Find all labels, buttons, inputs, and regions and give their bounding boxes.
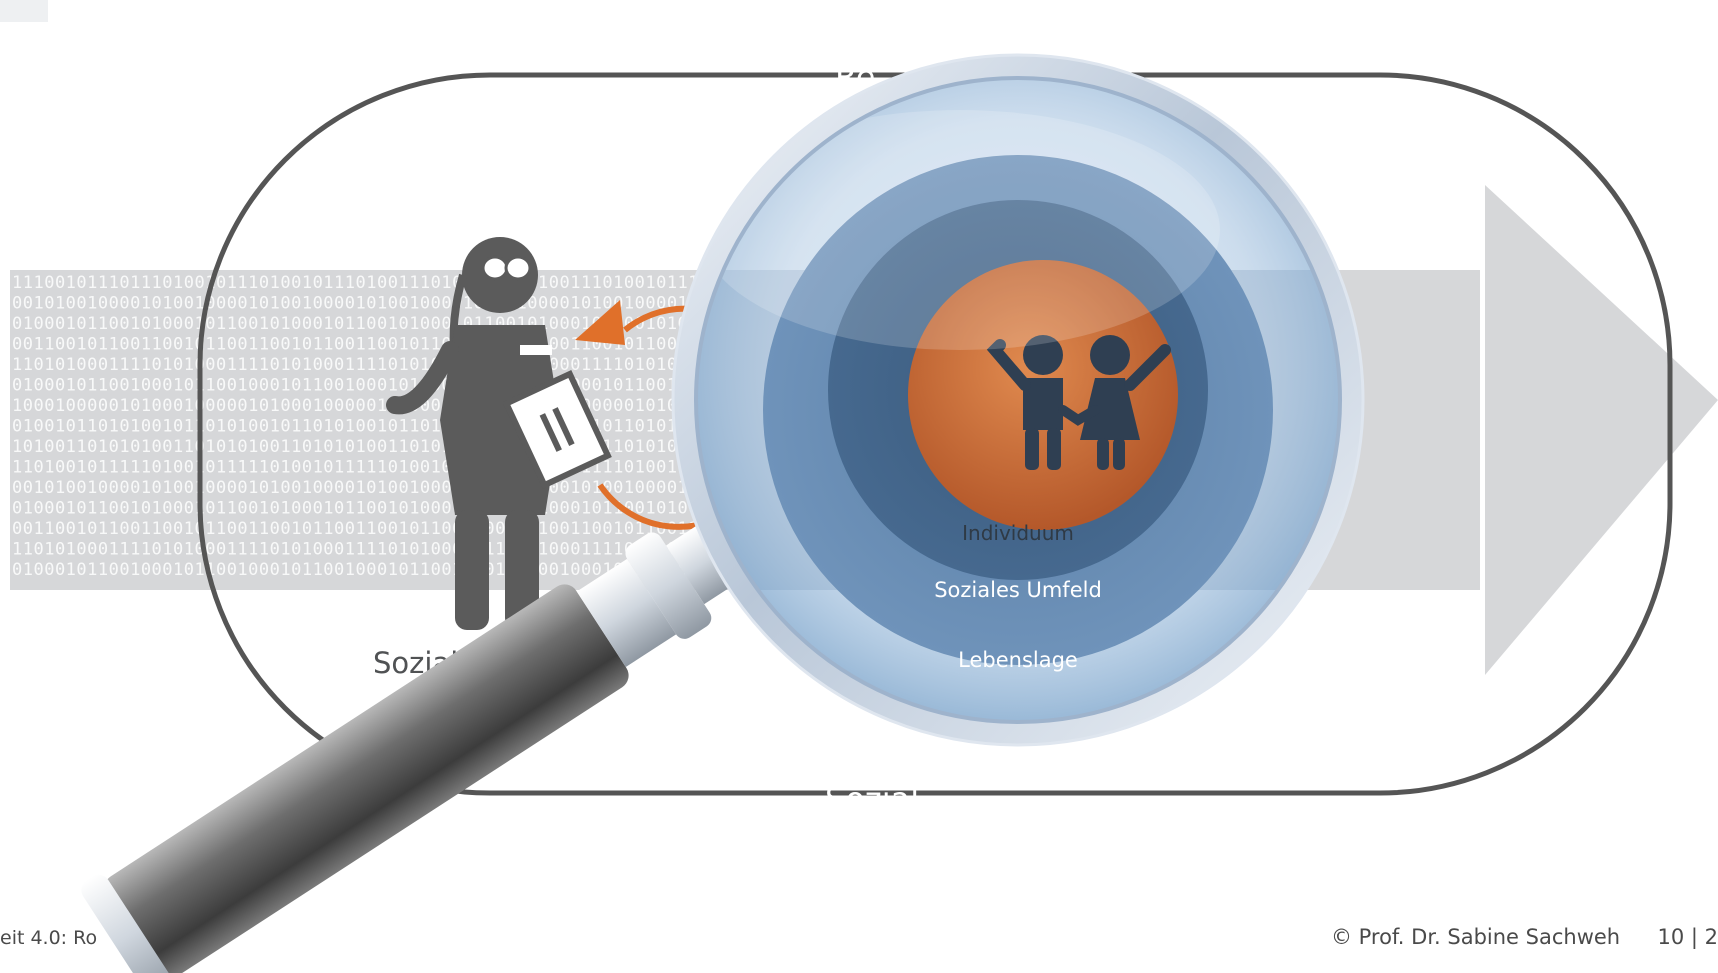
label-soziales-umfeld: Soziales Umfeld [934,578,1102,602]
label-individuum: Individuum [962,521,1074,545]
label-lebenslage: Lebenslage [958,648,1078,672]
arrow-head [1485,185,1718,675]
footer-copyright: © Prof. Dr. Sabine Sachweh [1330,925,1621,949]
magnifier-collar [576,558,677,668]
children-icon [986,335,1171,470]
footer-page-number: 10 | 2 [1657,925,1718,949]
lens-content: Individuum Soziales Umfeld Lebenslage [696,78,1340,722]
magnifier-handle [104,584,629,973]
social-worker-icon [386,237,612,630]
footer-course-title: eit 4.0: Ro [0,927,98,949]
bottom-label-fragment: Sozial [825,780,919,818]
corner-marker [0,0,48,22]
magnifying-glass-icon: Individuum Soziales Umfeld Lebenslage [81,53,1365,973]
magnifier-handle-end [81,874,174,973]
footer-meta: © Prof. Dr. Sabine Sachweh 10 | 2 [1331,925,1718,949]
cycle-arrow-head-left [575,300,625,345]
